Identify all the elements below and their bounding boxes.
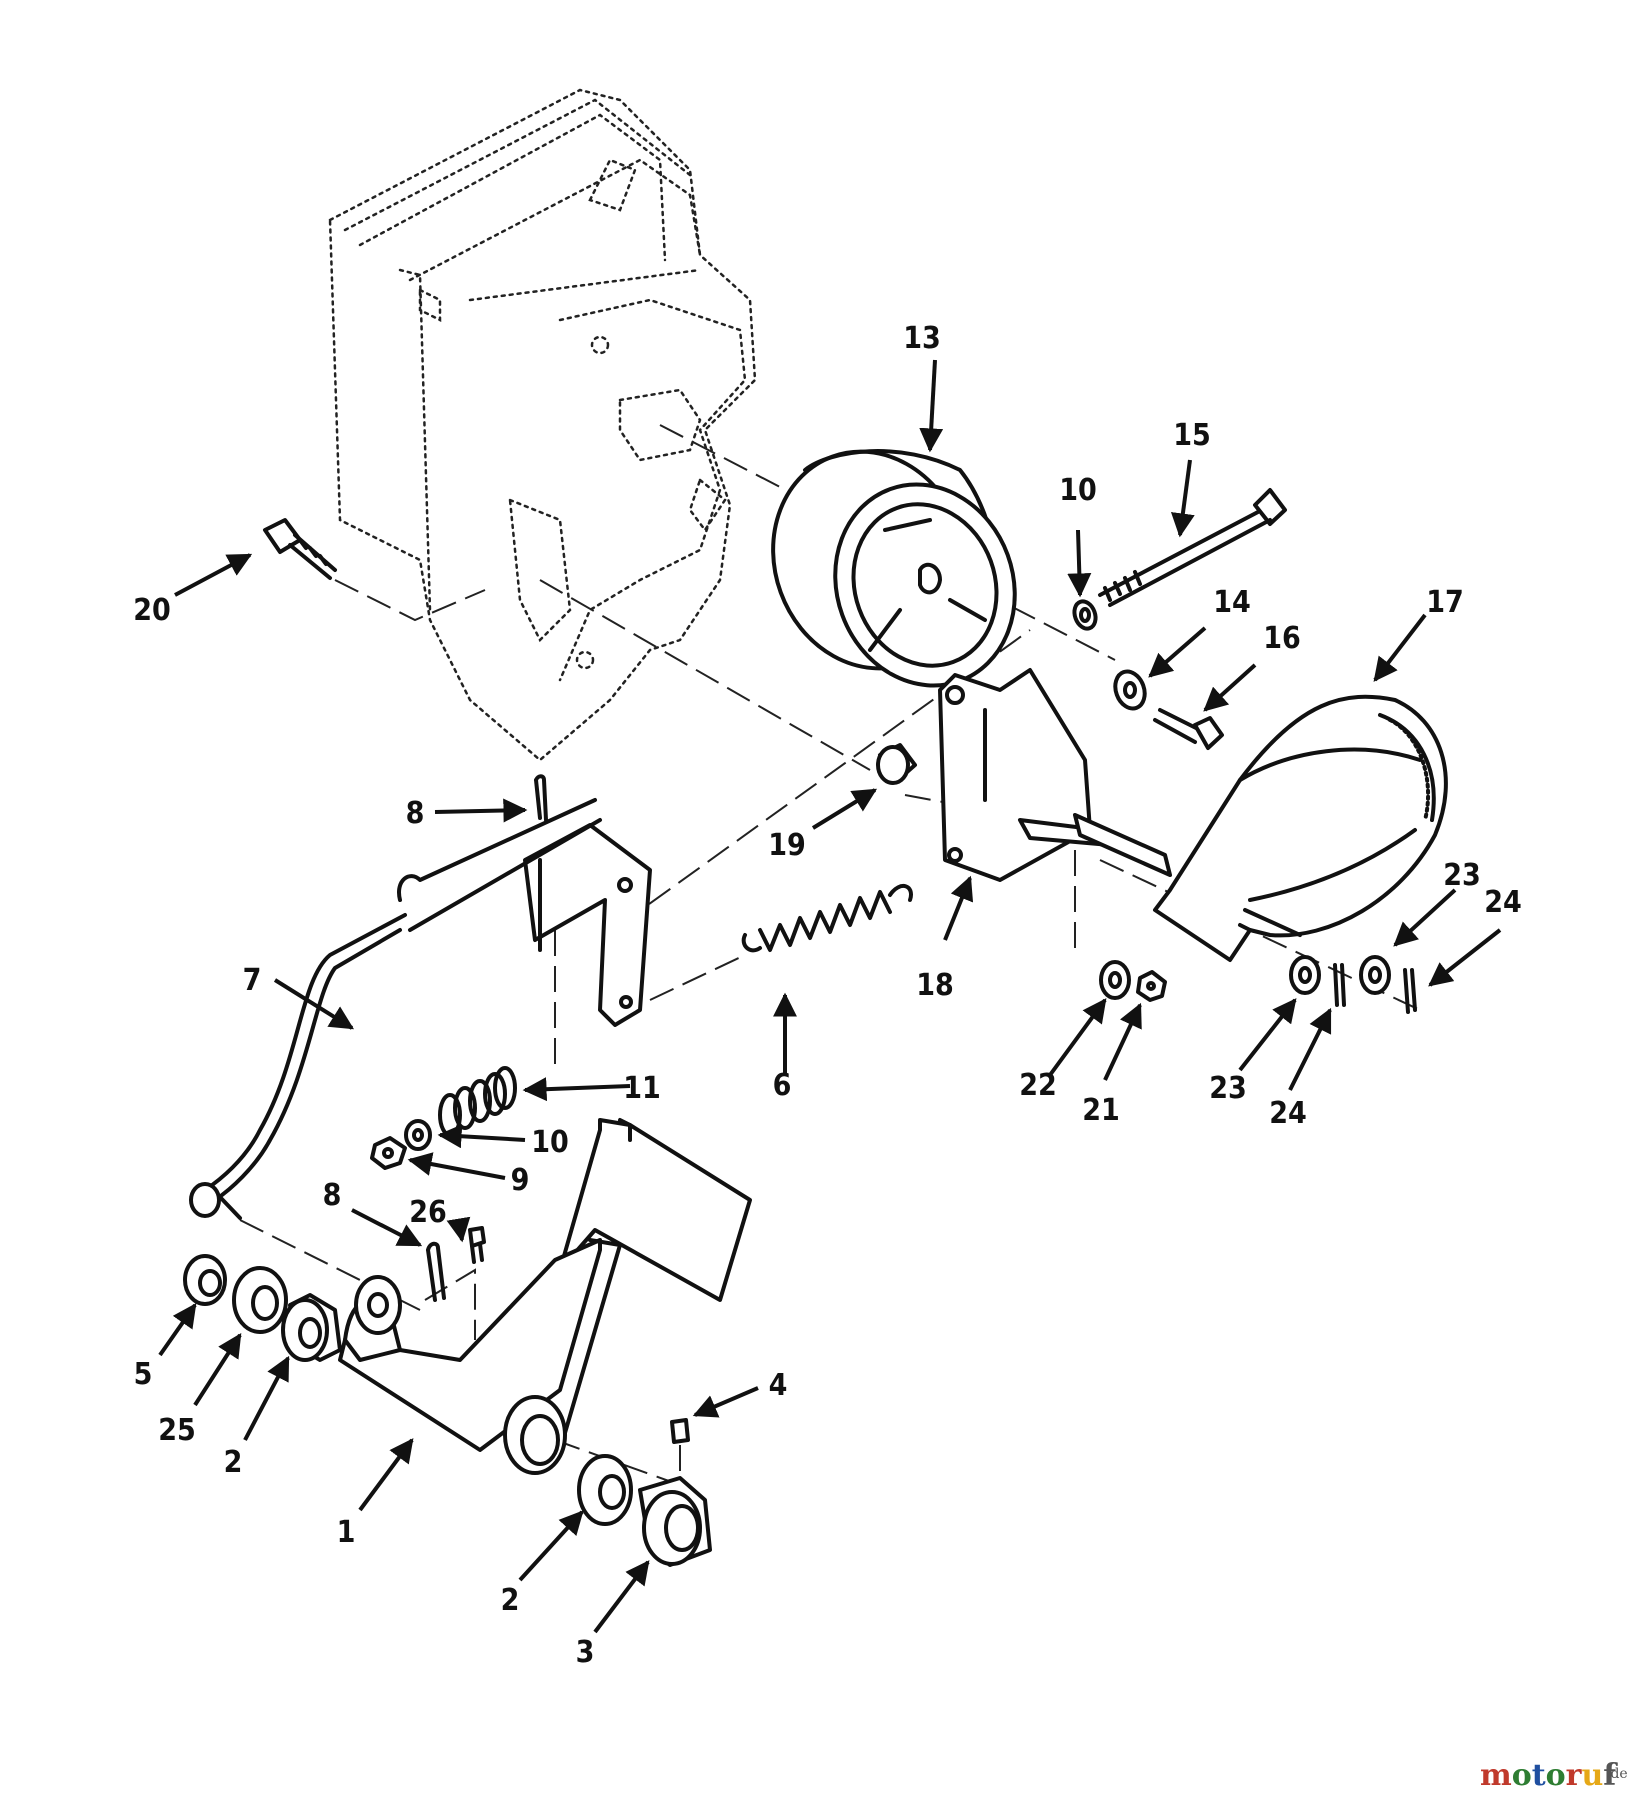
label-8b: 8	[323, 1178, 342, 1213]
watermark-letter: m	[1480, 1758, 1512, 1793]
leader-arrows	[158, 359, 1502, 1634]
label-25: 25	[158, 1413, 196, 1448]
washer-10-lower	[404, 1119, 432, 1151]
label-15: 15	[1173, 418, 1211, 453]
callout-labels: 13 15 10 14 16 17 20 8 19 18 23 24 7 6 2…	[133, 321, 1522, 1670]
label-24a: 24	[1484, 885, 1522, 920]
bolt-15	[1098, 488, 1287, 607]
grease-fitting-26	[468, 1226, 486, 1264]
brake-lever	[523, 823, 652, 1027]
nut-5	[183, 1254, 227, 1306]
washer-25	[232, 1266, 288, 1334]
watermark-domain: .de	[1606, 1766, 1628, 1782]
watermark-letter: o	[1546, 1758, 1566, 1793]
watermark-letter: r	[1566, 1758, 1583, 1793]
label-3: 3	[576, 1635, 595, 1670]
bushing-2-upper	[281, 1293, 342, 1362]
label-8a: 8	[406, 796, 425, 831]
spring-11	[438, 1066, 517, 1137]
label-26: 26	[409, 1195, 447, 1230]
washer-14	[1113, 669, 1147, 711]
engine-outline	[328, 88, 757, 762]
label-1: 1	[337, 1515, 356, 1550]
label-6: 6	[773, 1068, 792, 1103]
cotter-pin-24-lower	[1333, 963, 1346, 1007]
label-13: 13	[903, 321, 941, 356]
label-17: 17	[1426, 585, 1464, 620]
cotter-pin-8-lower	[426, 1241, 446, 1302]
label-2b: 2	[501, 1583, 520, 1618]
label-4: 4	[769, 1368, 788, 1403]
spacer-19	[876, 743, 917, 785]
bolt-20	[263, 518, 337, 580]
washer-10-top	[1072, 599, 1098, 631]
watermark-letter: u	[1581, 1758, 1603, 1793]
washer-23-upper	[1359, 955, 1391, 995]
label-18: 18	[916, 968, 954, 1003]
label-11: 11	[623, 1071, 661, 1106]
nut-9	[370, 1136, 407, 1170]
label-23b: 23	[1209, 1071, 1247, 1106]
label-19: 19	[768, 828, 806, 863]
label-23a: 23	[1443, 858, 1481, 893]
label-22: 22	[1019, 1068, 1057, 1103]
label-7: 7	[243, 963, 262, 998]
label-14: 14	[1213, 585, 1251, 620]
bracket-18	[938, 668, 1172, 882]
label-10b: 10	[531, 1125, 569, 1160]
pulley-13	[771, 449, 1017, 688]
watermark-letter: t	[1532, 1758, 1546, 1793]
watermark-letter: o	[1512, 1758, 1532, 1793]
washer-22	[1099, 960, 1131, 1000]
label-24b: 24	[1269, 1096, 1307, 1131]
label-21: 21	[1082, 1093, 1120, 1128]
bushing-2-lower	[577, 1454, 633, 1526]
label-9: 9	[511, 1163, 530, 1198]
label-16: 16	[1263, 621, 1301, 656]
pedal-arm-1	[338, 1118, 752, 1475]
brake-rod-7	[189, 798, 602, 1220]
nut-21	[1136, 970, 1167, 1002]
watermark-text: motoruf	[1480, 1758, 1618, 1793]
label-5: 5	[134, 1357, 153, 1392]
watermark-letter: f	[1603, 1758, 1618, 1793]
label-10a: 10	[1059, 473, 1097, 508]
collar-3	[638, 1476, 712, 1567]
set-screw-4	[670, 1418, 690, 1444]
label-20: 20	[133, 593, 171, 628]
label-2a: 2	[224, 1445, 243, 1480]
bolt-16	[1153, 708, 1224, 750]
watermark-logo: motoruf .de	[1480, 1758, 1628, 1793]
washer-23-lower	[1289, 955, 1321, 995]
cotter-pin-24-upper	[1403, 968, 1417, 1014]
cotter-pin-8-top	[534, 774, 548, 822]
spring-6	[741, 884, 913, 953]
brake-band-17	[1153, 694, 1448, 962]
